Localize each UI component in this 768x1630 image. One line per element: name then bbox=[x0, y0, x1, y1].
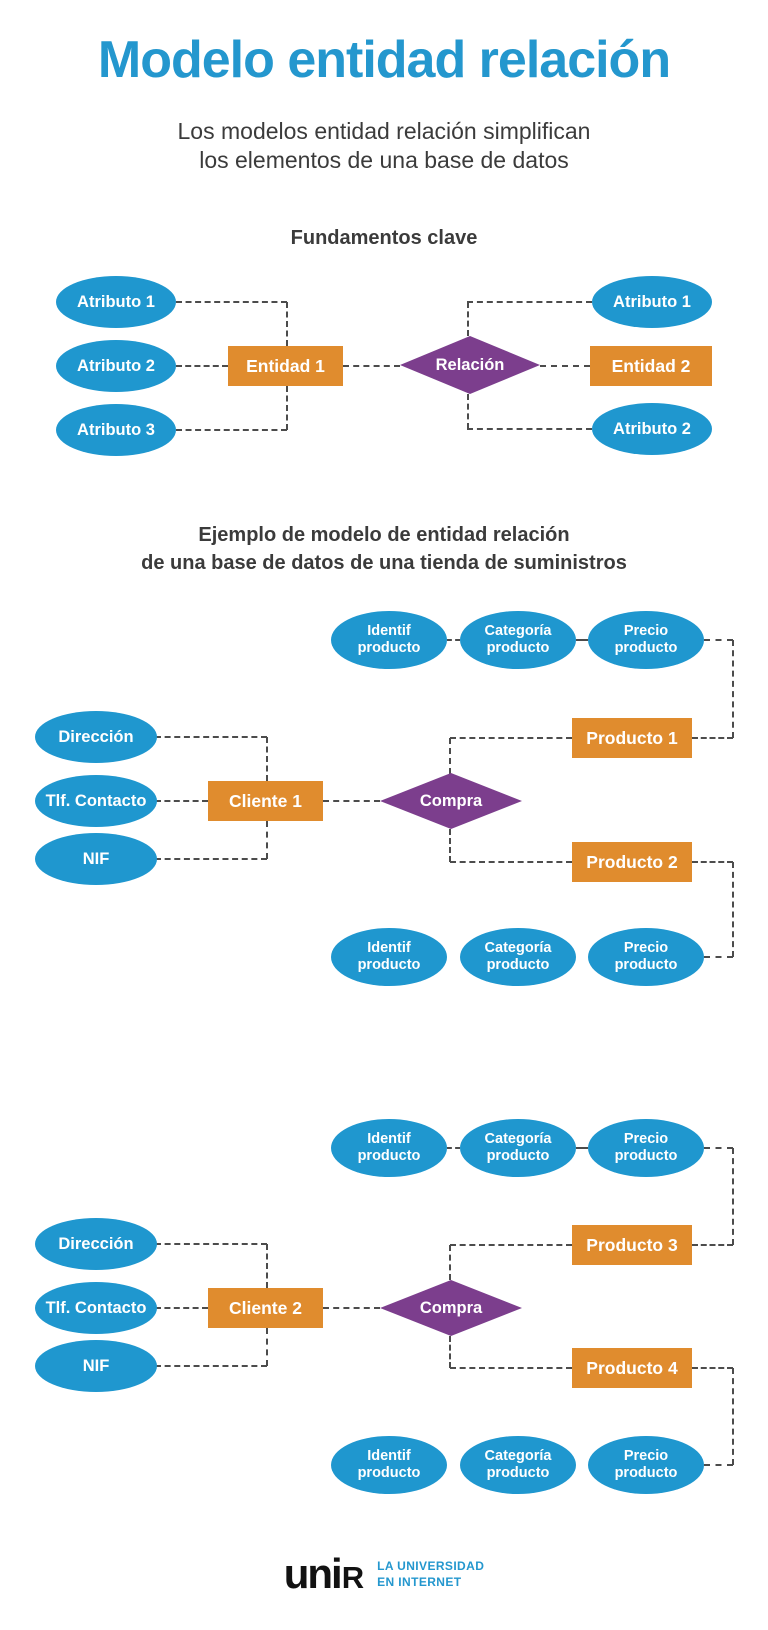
relation-diamond: Relación bbox=[400, 336, 540, 394]
connector-line bbox=[266, 1244, 268, 1288]
connector-line bbox=[732, 1368, 734, 1465]
connector-line bbox=[467, 428, 592, 430]
connector-line bbox=[450, 737, 572, 739]
connector-line bbox=[692, 861, 733, 863]
product-attribute-ellipse-id-top-2: Identif producto bbox=[331, 1119, 447, 1177]
connector-line bbox=[266, 821, 268, 859]
connector-line bbox=[450, 861, 572, 863]
connector-line bbox=[450, 1244, 572, 1246]
connector-line bbox=[155, 1307, 208, 1309]
connector-line bbox=[692, 737, 733, 739]
attribute-ellipse-left-1: Atributo 1 bbox=[56, 276, 176, 328]
product-attribute-ellipse-category-top-2: Categoría producto bbox=[460, 1119, 576, 1177]
connector-line bbox=[540, 365, 590, 367]
connector-line bbox=[449, 738, 451, 774]
product-box-4: Producto 4 bbox=[572, 1348, 692, 1388]
connector-line bbox=[155, 800, 208, 802]
fundamentals-heading: Fundamentos clave bbox=[290, 227, 478, 249]
client-attribute-ellipse-address-2: Dirección bbox=[35, 1218, 157, 1270]
connector-line bbox=[286, 386, 288, 430]
client-box-2: Cliente 2 bbox=[208, 1288, 323, 1328]
connector-line bbox=[450, 1367, 572, 1369]
connector-line bbox=[176, 365, 228, 367]
client-attribute-ellipse-phone-2: Tlf. Contacto bbox=[35, 1282, 157, 1334]
unir-logo-text: uni bbox=[283, 1550, 343, 1597]
unir-tagline: LA UNIVERSIDAD EN INTERNET bbox=[377, 1558, 484, 1590]
attribute-ellipse-left-3: Atributo 3 bbox=[56, 404, 176, 456]
relation-diamond-compra-1: Compra bbox=[380, 773, 522, 829]
example-heading: Ejemplo de modelo de entidad relación de… bbox=[0, 521, 768, 577]
client-box-1: Cliente 1 bbox=[208, 781, 323, 821]
connector-line bbox=[449, 829, 451, 862]
subtitle-line1: Los modelos entidad relación simplifican bbox=[177, 118, 591, 144]
connector-line bbox=[155, 858, 267, 860]
connector-line bbox=[576, 639, 588, 641]
product-attribute-ellipse-category-bottom-1: Categoría producto bbox=[460, 928, 576, 986]
client-attribute-ellipse-address-1: Dirección bbox=[35, 711, 157, 763]
connector-line bbox=[732, 1148, 734, 1245]
connector-line bbox=[176, 429, 287, 431]
entity-box-2: Entidad 2 bbox=[590, 346, 712, 386]
page-title: Modelo entidad relación bbox=[97, 31, 671, 89]
product-attribute-ellipse-price-bottom-1: Precio producto bbox=[588, 928, 704, 986]
connector-line bbox=[692, 1244, 733, 1246]
attribute-ellipse-left-2: Atributo 2 bbox=[56, 340, 176, 392]
connector-line bbox=[704, 956, 733, 958]
connector-line bbox=[323, 800, 380, 802]
connector-line bbox=[323, 1307, 380, 1309]
product-attribute-ellipse-price-bottom-2: Precio producto bbox=[588, 1436, 704, 1494]
connector-line bbox=[155, 1365, 267, 1367]
connector-line bbox=[447, 1147, 460, 1149]
client-attribute-ellipse-phone-1: Tlf. Contacto bbox=[35, 775, 157, 827]
page-subtitle: Los modelos entidad relación simplifican… bbox=[0, 117, 768, 175]
connector-line bbox=[732, 862, 734, 957]
product-attribute-ellipse-id-top-1: Identif producto bbox=[331, 611, 447, 669]
product-attribute-ellipse-category-bottom-2: Categoría producto bbox=[460, 1436, 576, 1494]
unir-tagline-line2: EN INTERNET bbox=[377, 1575, 462, 1589]
connector-line bbox=[449, 1245, 451, 1280]
product-attribute-ellipse-category-top-1: Categoría producto bbox=[460, 611, 576, 669]
connector-line bbox=[704, 1464, 733, 1466]
connector-line bbox=[576, 1147, 588, 1149]
connector-line bbox=[266, 1328, 268, 1366]
connector-line bbox=[449, 1336, 451, 1368]
product-attribute-ellipse-id-bottom-1: Identif producto bbox=[331, 928, 447, 986]
product-box-3: Producto 3 bbox=[572, 1225, 692, 1265]
connector-line bbox=[155, 1243, 267, 1245]
example-heading-line1: Ejemplo de modelo de entidad relación bbox=[198, 524, 570, 546]
product-box-2: Producto 2 bbox=[572, 842, 692, 882]
unir-tagline-line1: LA UNIVERSIDAD bbox=[377, 1559, 485, 1573]
client-attribute-ellipse-nif-1: NIF bbox=[35, 833, 157, 885]
unir-logo-r: R bbox=[341, 1560, 365, 1595]
connector-line bbox=[704, 1147, 733, 1149]
attribute-ellipse-right-1: Atributo 1 bbox=[592, 276, 712, 328]
example-heading-line2: de una base de datos de una tienda de su… bbox=[141, 552, 627, 574]
product-attribute-ellipse-price-top-2: Precio producto bbox=[588, 1119, 704, 1177]
connector-line bbox=[176, 301, 287, 303]
connector-line bbox=[692, 1367, 733, 1369]
attribute-ellipse-right-2: Atributo 2 bbox=[592, 403, 712, 455]
entity-box-1: Entidad 1 bbox=[228, 346, 343, 386]
relation-diamond-compra-2: Compra bbox=[380, 1280, 522, 1336]
connector-line bbox=[732, 640, 734, 738]
connector-line bbox=[467, 394, 469, 429]
product-attribute-ellipse-id-bottom-2: Identif producto bbox=[331, 1436, 447, 1494]
connector-line bbox=[467, 302, 469, 336]
product-attribute-ellipse-price-top-1: Precio producto bbox=[588, 611, 704, 669]
client-attribute-ellipse-nif-2: NIF bbox=[35, 1340, 157, 1392]
connector-line bbox=[467, 301, 592, 303]
connector-line bbox=[266, 737, 268, 781]
connector-line bbox=[286, 302, 288, 346]
connector-line bbox=[704, 639, 733, 641]
connector-line bbox=[447, 639, 460, 641]
subtitle-line2: los elementos de una base de datos bbox=[199, 147, 569, 173]
product-box-1: Producto 1 bbox=[572, 718, 692, 758]
connector-line bbox=[343, 365, 400, 367]
connector-line bbox=[155, 736, 267, 738]
